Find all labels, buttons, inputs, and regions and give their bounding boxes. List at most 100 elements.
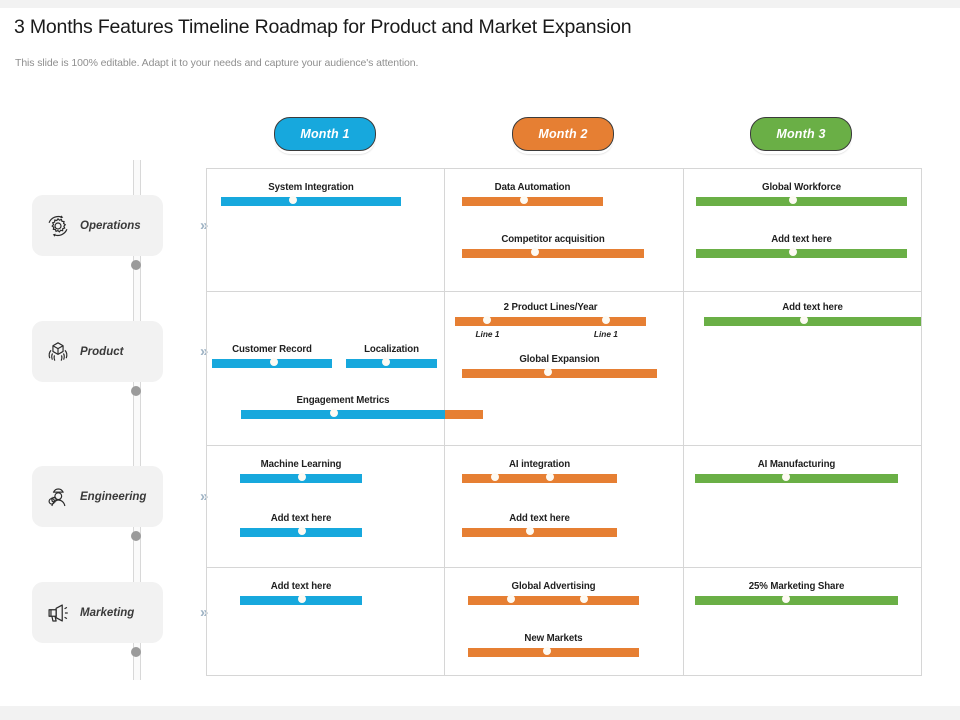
task-marker[interactable]: [382, 357, 391, 366]
task-bar[interactable]: [241, 408, 483, 419]
task-marker[interactable]: [580, 594, 589, 603]
task-marker[interactable]: [601, 315, 610, 324]
task-bar[interactable]: [696, 195, 907, 206]
task-marker[interactable]: [298, 472, 307, 481]
chevron-right-icon[interactable]: »: [200, 217, 209, 234]
task-sublabel: Line 1: [475, 329, 500, 339]
sidebar-item-product[interactable]: Product »: [32, 321, 208, 382]
task-marker[interactable]: [289, 195, 297, 204]
task-label: Localization: [364, 344, 419, 355]
task-sublabel: Line 1: [593, 329, 618, 339]
task-bar[interactable]: [221, 195, 401, 206]
chevron-right-icon[interactable]: »: [200, 604, 209, 621]
task-bar[interactable]: [240, 594, 362, 605]
rail-dot-3: [131, 531, 141, 541]
task-bar[interactable]: [468, 594, 639, 605]
task-marker[interactable]: [789, 195, 798, 204]
task-label: Add text here: [771, 234, 832, 245]
cell-engineering-month3: AI Manufacturing: [684, 446, 923, 567]
task-bar[interactable]: [462, 195, 603, 206]
category-rail: Operations »: [0, 160, 208, 680]
page-title: 3 Months Features Timeline Roadmap for P…: [14, 16, 632, 38]
task-label: Add text here: [782, 302, 843, 313]
month-pill-2[interactable]: Month 2: [512, 117, 614, 151]
sidebar-item-engineering[interactable]: Engineering »: [32, 466, 208, 527]
cell-marketing-month1: Add text here: [207, 568, 444, 676]
task-marker[interactable]: [520, 195, 529, 204]
task-bar[interactable]: [462, 247, 644, 258]
task-bar[interactable]: [346, 357, 437, 368]
task-label: Global Expansion: [519, 354, 600, 365]
sidebar-item-label: Operations: [80, 219, 141, 232]
month-pill-3[interactable]: Month 3: [750, 117, 852, 151]
sidebar-item-label: Engineering: [80, 490, 147, 503]
chevron-right-icon[interactable]: »: [200, 343, 209, 360]
task-marker[interactable]: [298, 594, 307, 603]
grid-hline-3: [207, 567, 921, 568]
task-label: New Markets: [524, 633, 583, 644]
task-marker[interactable]: [530, 247, 539, 256]
task-label: Machine Learning: [260, 459, 342, 470]
task-marker[interactable]: [330, 408, 338, 417]
task-label: Add text here: [270, 513, 332, 524]
task-marker[interactable]: [799, 315, 808, 324]
task-label: Engagement Metrics: [296, 395, 390, 406]
top-margin-bar: [0, 0, 960, 8]
sidebar-item-marketing[interactable]: Marketing »: [32, 582, 208, 643]
task-bar[interactable]: [696, 247, 907, 258]
month-pill-1[interactable]: Month 1: [274, 117, 376, 151]
task-bar[interactable]: [468, 646, 639, 657]
task-label: AI Manufacturing: [757, 459, 836, 470]
task-marker[interactable]: [546, 472, 555, 481]
megaphone-icon: [43, 598, 73, 628]
task-marker[interactable]: [490, 472, 499, 481]
chevron-right-icon[interactable]: »: [200, 488, 209, 505]
task-bar[interactable]: [240, 472, 362, 483]
task-label: Competitor acquisition: [501, 234, 605, 245]
month-header-row: Month 1 Month 2 Month 3: [0, 117, 960, 155]
cell-engineering-month1: Machine Learning Add text here: [207, 446, 444, 567]
task-bar[interactable]: [704, 315, 921, 326]
task-marker[interactable]: [542, 646, 551, 655]
task-marker[interactable]: [782, 472, 791, 481]
task-marker[interactable]: [789, 247, 798, 256]
task-label: 2 Product Lines/Year: [503, 302, 598, 313]
task-bar-segment-month2[interactable]: [445, 410, 483, 419]
page-subtitle: This slide is 100% editable. Adapt it to…: [15, 57, 419, 69]
task-label: 25% Marketing Share: [748, 581, 845, 592]
rail-connector-line: [133, 160, 141, 680]
task-bar-segment-month1[interactable]: [241, 410, 445, 419]
task-bar[interactable]: [695, 472, 898, 483]
cell-engineering-month2: AI integration Add text here: [445, 446, 683, 567]
rail-dot-1: [131, 260, 141, 270]
grid-hline-1: [207, 291, 921, 292]
task-marker[interactable]: [506, 594, 515, 603]
task-label: System Integration: [268, 182, 354, 193]
task-bar[interactable]: [240, 526, 362, 537]
task-label: Global Workforce: [762, 182, 841, 193]
task-bar[interactable]: [462, 526, 617, 537]
task-bar[interactable]: [455, 315, 646, 326]
bottom-margin-bar: [0, 706, 960, 720]
task-marker[interactable]: [526, 526, 535, 535]
task-marker[interactable]: [270, 357, 279, 366]
task-bar[interactable]: [462, 472, 617, 483]
cell-operations-month3: Global Workforce Add text here: [684, 169, 923, 291]
task-marker[interactable]: [543, 367, 552, 376]
task-marker[interactable]: [782, 594, 791, 603]
grid-vline-1: [444, 169, 445, 675]
rail-dot-4: [131, 647, 141, 657]
task-bar[interactable]: [695, 594, 898, 605]
cell-product-month3: Add text here: [684, 292, 923, 445]
task-bar[interactable]: [462, 367, 657, 378]
task-bar[interactable]: [212, 357, 332, 368]
sidebar-item-operations[interactable]: Operations »: [32, 195, 208, 256]
cell-operations-month2: Data Automation Competitor acquisition: [445, 169, 683, 291]
task-marker[interactable]: [483, 315, 492, 324]
task-marker[interactable]: [298, 526, 307, 535]
cell-operations-month1: System Integration: [207, 169, 444, 291]
roadmap-grid: System Integration Data Automation Compe…: [206, 168, 922, 676]
cell-product-month2: 2 Product Lines/Year Line 1 Line 1 Globa…: [445, 292, 683, 445]
grid-hline-2: [207, 445, 921, 446]
